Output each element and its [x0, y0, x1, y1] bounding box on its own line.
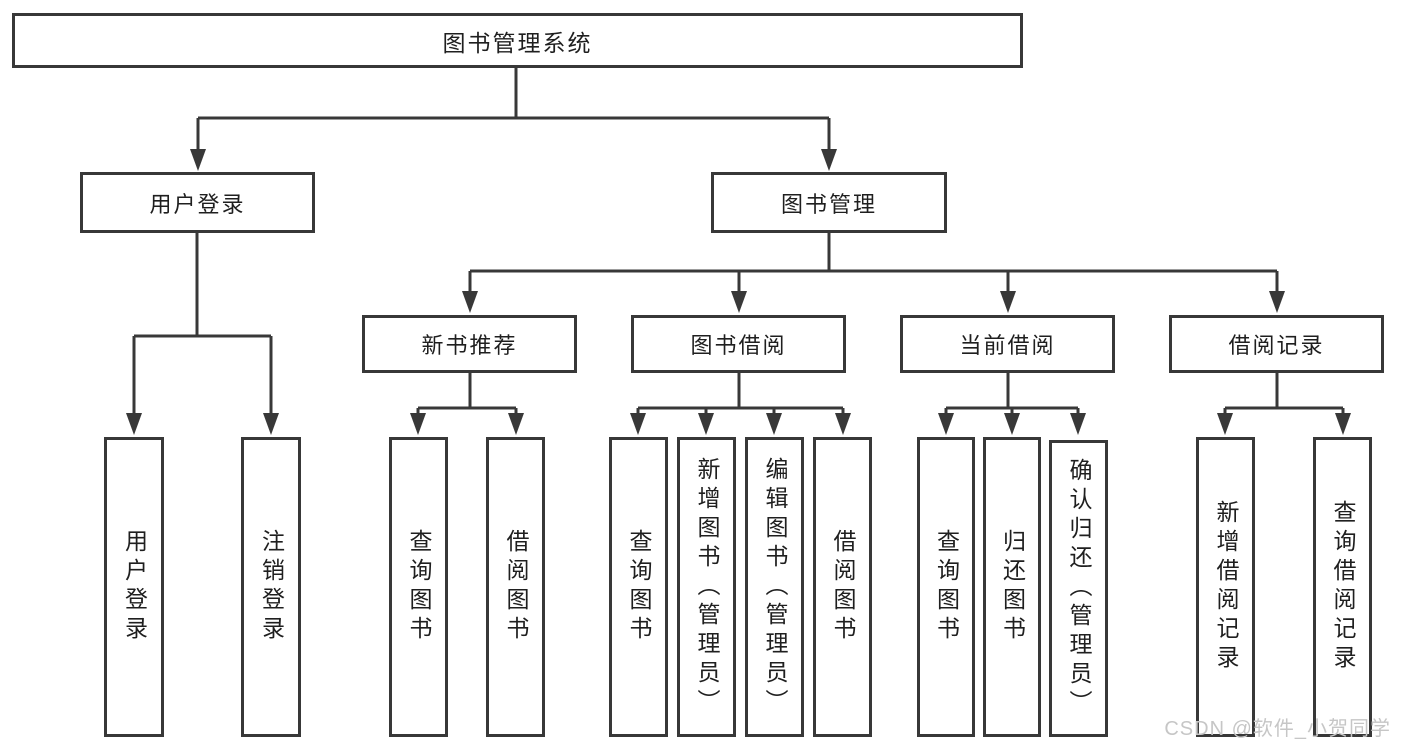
node-recommend-query-books: 查询图书: [389, 437, 448, 737]
node-label: 新增借阅记录: [1213, 500, 1239, 674]
node-current-return-books: 归还图书: [983, 437, 1041, 737]
node-label: 图书管理系统: [442, 29, 593, 56]
node-label: 借阅图书: [830, 529, 856, 645]
node-label: 借阅记录: [1228, 333, 1325, 358]
node-new-book-recommendation: 新书推荐: [362, 315, 577, 373]
node-logout: 注销登录: [241, 437, 301, 737]
arrow-down-icon: [263, 413, 279, 435]
node-user-login-leaf: 用户登录: [104, 437, 164, 737]
node-label: 图书管理: [780, 191, 877, 217]
arrow-down-icon: [821, 149, 837, 171]
node-book-borrowing: 图书借阅: [631, 315, 846, 373]
node-label: 注销登录: [258, 529, 285, 645]
arrow-down-icon: [698, 413, 714, 435]
arrow-down-icon: [508, 413, 524, 435]
node-book-management: 图书管理: [711, 172, 947, 233]
node-label: 新增图书（管理员）: [694, 456, 720, 718]
node-borrowing-query-books: 查询图书: [609, 437, 668, 737]
node-current-confirm-return-admin: 确认归还（管理员）: [1049, 440, 1108, 737]
arrow-down-icon: [190, 149, 206, 171]
arrow-down-icon: [1335, 413, 1351, 435]
node-label: 查询图书: [933, 529, 960, 645]
watermark: CSDN @软件_小贺同学: [1164, 718, 1391, 740]
arrow-down-icon: [731, 291, 747, 313]
node-label: 归还图书: [999, 529, 1026, 645]
node-records-add-record: 新增借阅记录: [1196, 437, 1255, 737]
node-label: 查询借阅记录: [1330, 500, 1356, 674]
node-records-query-record: 查询借阅记录: [1313, 437, 1372, 737]
node-label: 确认归还（管理员）: [1066, 458, 1092, 719]
node-user-login: 用户登录: [80, 172, 315, 233]
node-borrowing-edit-books-admin: 编辑图书（管理员）: [745, 437, 804, 737]
node-label: 当前借阅: [959, 333, 1056, 358]
arrow-down-icon: [938, 413, 954, 435]
arrow-down-icon: [462, 291, 478, 313]
node-label: 查询图书: [406, 529, 432, 645]
node-current-query-books: 查询图书: [917, 437, 975, 737]
node-recommend-borrow-books: 借阅图书: [486, 437, 545, 737]
arrow-down-icon: [1070, 413, 1086, 435]
arrow-down-icon: [835, 413, 851, 435]
node-label: 用户登录: [149, 191, 246, 217]
node-label: 新书推荐: [421, 333, 518, 358]
arrow-down-icon: [126, 413, 142, 435]
arrow-down-icon: [1004, 413, 1020, 435]
node-label: 用户登录: [121, 529, 148, 645]
node-current-borrowing: 当前借阅: [900, 315, 1115, 373]
node-borrowing-borrow-books: 借阅图书: [813, 437, 872, 737]
node-label: 图书借阅: [690, 333, 787, 358]
arrow-down-icon: [1269, 291, 1285, 313]
node-label: 借阅图书: [503, 529, 529, 645]
node-label: 编辑图书（管理员）: [762, 456, 788, 718]
node-label: 查询图书: [626, 529, 652, 645]
arrow-down-icon: [1217, 413, 1233, 435]
arrow-down-icon: [1000, 291, 1016, 313]
node-root-library-system: 图书管理系统: [12, 13, 1023, 68]
arrow-down-icon: [766, 413, 782, 435]
arrow-down-icon: [410, 413, 426, 435]
arrow-down-icon: [630, 413, 646, 435]
node-borrowing-add-books-admin: 新增图书（管理员）: [677, 437, 736, 737]
node-borrowing-records: 借阅记录: [1169, 315, 1384, 373]
